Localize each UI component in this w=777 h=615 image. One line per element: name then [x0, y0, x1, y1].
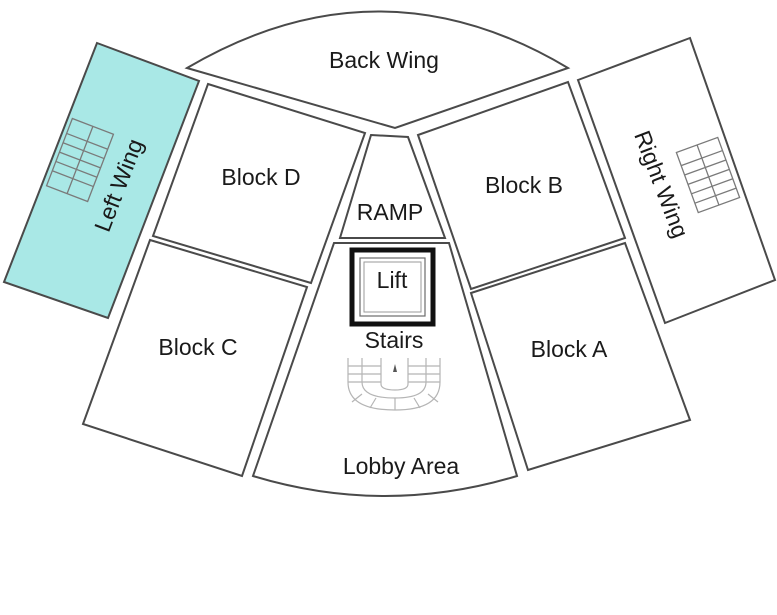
- staircase-icon: [675, 136, 741, 214]
- staircase-icon: [347, 358, 441, 411]
- lift-area[interactable]: Lift: [349, 247, 436, 327]
- staircase-icon: [45, 117, 115, 203]
